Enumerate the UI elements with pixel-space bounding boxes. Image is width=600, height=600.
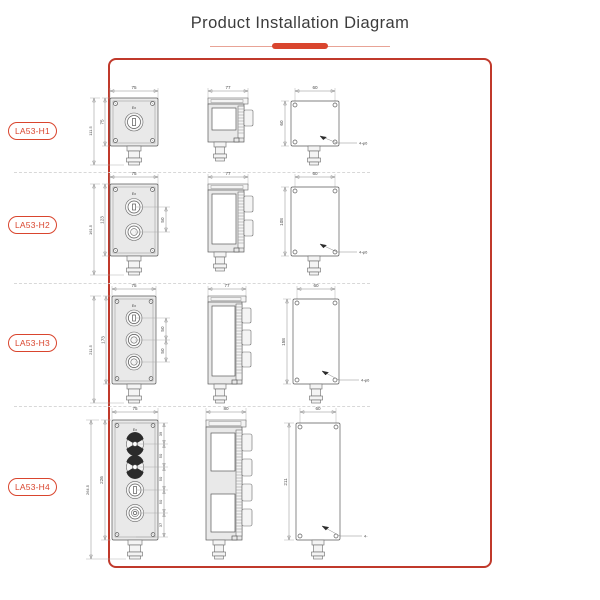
dim-pitch-2-h3: 50: [160, 348, 165, 354]
dim-front-total-height-h1: 111.5: [88, 126, 93, 136]
dim-pitch-4-h4: 50: [158, 499, 163, 504]
dim-pitch-2-h4: 50: [158, 453, 163, 458]
dim-rear-height-h4: 211: [283, 478, 288, 486]
side-view-h2: 77: [190, 168, 300, 280]
row-separator-1: [14, 172, 370, 173]
side-view-h3: 77: [190, 282, 300, 404]
dim-front-total-height-h4: 264.5: [85, 484, 90, 495]
dim-rear-height-h2: 108: [279, 218, 284, 226]
dim-side-width-h4: 80: [223, 406, 229, 411]
ex-marking-h3: Ex: [132, 304, 136, 308]
dim-pitch-1-h3: 50: [160, 326, 165, 332]
dim-front-width-h2: 75: [131, 171, 137, 176]
diagram-row-h3: LA53-H3 75 Ex: [0, 282, 384, 404]
dim-front-total-height-h3: 211.5: [88, 344, 93, 354]
rear-view-h1: 60 60 4-φ6: [275, 78, 385, 170]
front-view-h2: 75 Ex: [78, 168, 198, 280]
rear-view-h4: 60 211 4-: [278, 404, 388, 562]
dim-front-width-h1: 75: [131, 85, 137, 90]
dim-rear-width-h4: 60: [315, 406, 321, 411]
page-title: Product Installation Diagram: [190, 14, 410, 32]
dim-rear-height-h1: 60: [279, 120, 284, 126]
dim-pitch-5-h4: 37: [158, 522, 163, 527]
dim-side-width-h2: 77: [225, 171, 231, 176]
hole-callout-h3: 4-φ6: [361, 378, 370, 383]
ex-marking-h2: Ex: [132, 192, 136, 196]
dim-front-inner-height-h4: 226: [99, 476, 104, 484]
ex-marking-h1: Ex: [132, 106, 136, 110]
dim-side-width-h3: 77: [224, 283, 230, 288]
front-view-h3: 75 Ex: [78, 282, 198, 404]
dim-rear-width-h3: 60: [313, 283, 319, 288]
dim-front-width-h4: 75: [132, 406, 138, 411]
dim-pitch-3-h4: 50: [158, 476, 163, 481]
dim-front-inner-height-h3: 173: [101, 336, 106, 344]
dim-front-width-h3: 75: [131, 283, 137, 288]
dim-rear-height-h3: 158: [281, 338, 286, 346]
dim-side-width-h1: 77: [225, 85, 231, 90]
rear-view-h2: 60 108 4-φ6: [275, 168, 385, 280]
side-view-h1: 77: [190, 78, 300, 170]
title-divider: [210, 42, 390, 50]
page-header: Product Installation Diagram: [0, 14, 600, 50]
hole-callout-h2: 4-φ6: [359, 250, 368, 255]
dim-front-total-height-h2: 161.5: [88, 224, 93, 235]
dim-pitch-1-h4: 39: [158, 431, 163, 436]
rear-view-h3: 60 158 4-φ6: [275, 282, 385, 404]
row-separator-2: [14, 283, 370, 284]
dim-front-inner-height-h2: 123: [100, 216, 105, 224]
model-badge-h1: LA53-H1: [8, 122, 57, 140]
diagram-row-h1: LA53-H1 75: [0, 78, 384, 170]
row-separator-3: [14, 406, 370, 407]
dim-rear-width-h1: 60: [312, 85, 318, 90]
front-view-h1: 75 Ex: [78, 78, 198, 170]
model-badge-h4: LA53-H4: [8, 478, 57, 496]
diagram-frame: [108, 58, 492, 568]
front-view-h4: 75 Ex: [72, 404, 198, 562]
dim-front-inner-height-h1: 75: [100, 119, 105, 125]
ex-marking-h4: Ex: [133, 428, 137, 432]
dim-rear-width-h2: 60: [312, 171, 318, 176]
model-badge-h2: LA53-H2: [8, 216, 57, 234]
divider-accent: [272, 43, 328, 49]
dim-pitch-1-h2: 50: [160, 217, 165, 223]
side-view-h4: 80: [188, 404, 300, 562]
hole-callout-h1: 4-φ6: [359, 141, 368, 146]
diagram-row-h4: LA53-H4 75 Ex: [0, 404, 384, 562]
model-badge-h3: LA53-H3: [8, 334, 57, 352]
diagram-row-h2: LA53-H2 75 Ex: [0, 168, 384, 280]
hole-callout-h4: 4-: [364, 534, 368, 539]
